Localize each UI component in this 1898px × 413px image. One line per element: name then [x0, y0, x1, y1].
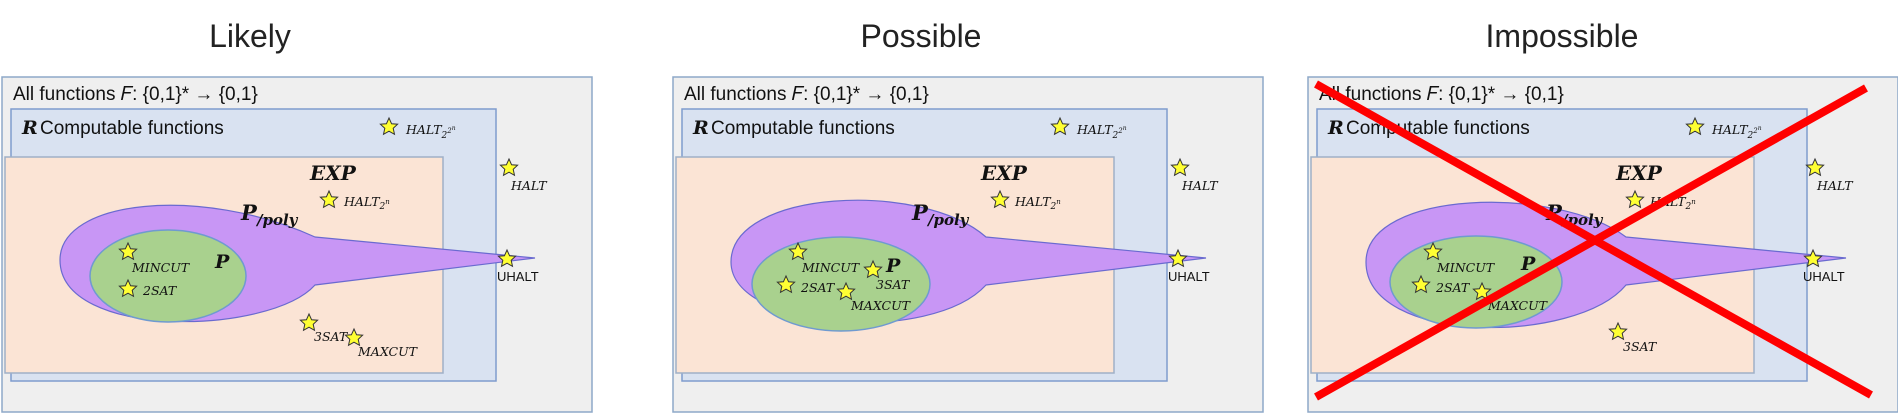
- panel-title: Likely: [209, 18, 291, 54]
- maxcut-label: MAXCUT: [850, 298, 912, 313]
- uhalt-label: UHALT: [497, 269, 539, 284]
- 3sat-label: 3SAT: [876, 277, 911, 292]
- uhalt-label: UHALT: [1168, 269, 1210, 284]
- exp-label: EXP: [980, 161, 1028, 185]
- 3sat-label: 3SAT: [314, 329, 349, 344]
- halt-2-2n-label: HALT22n: [1076, 122, 1127, 141]
- halt-2-2n-label: HALT22n: [1711, 122, 1762, 141]
- panel-likely: Likely All functions 𝐹: {0,1}* → {0,1} R…: [1, 18, 593, 413]
- panel-impossible: Impossible All functions 𝐹: {0,1}* → {0,…: [1307, 18, 1898, 413]
- panel-title: Impossible: [1486, 18, 1639, 54]
- panel-possible: Possible All functions 𝐹: {0,1}* → {0,1}…: [672, 18, 1264, 413]
- ppoly-label: P: [240, 200, 258, 225]
- ppoly-label: P: [911, 200, 929, 225]
- ppoly-sub: /poly: [255, 211, 299, 229]
- exp-label: EXP: [309, 161, 357, 185]
- p-label: P: [885, 255, 901, 277]
- halt-label: HALT: [510, 178, 548, 193]
- 3sat-label: 3SAT: [1623, 339, 1658, 354]
- halt-2n-label: HALT2n: [343, 194, 390, 212]
- r-symbol: R: [692, 117, 709, 139]
- halt-label: HALT: [1181, 178, 1219, 193]
- p-region: [1389, 235, 1563, 329]
- halt-2n-label: HALT2n: [1014, 194, 1061, 212]
- maxcut-label: MAXCUT: [1487, 298, 1549, 313]
- computable-label: Computable functions: [1346, 118, 1530, 139]
- p-region: [751, 236, 931, 332]
- panel-title: Possible: [861, 18, 982, 54]
- 2sat-label: 2SAT: [800, 280, 836, 295]
- mincut-label: MINCUT: [131, 260, 191, 275]
- uhalt-label: UHALT: [1803, 269, 1845, 284]
- all-functions-label: All functions 𝐹: {0,1}* → {0,1}: [13, 84, 258, 105]
- exp-label: EXP: [1615, 161, 1663, 185]
- p-label: P: [1520, 253, 1536, 275]
- mincut-label: MINCUT: [801, 260, 861, 275]
- halt-label: HALT: [1816, 178, 1854, 193]
- r-symbol: R: [1327, 117, 1344, 139]
- cross-line: [1314, 84, 1868, 401]
- halt-2-2n-label: HALT22n: [405, 122, 456, 141]
- ppoly-sub: /poly: [926, 211, 970, 229]
- maxcut-label: MAXCUT: [357, 344, 419, 359]
- all-functions-label: All functions 𝐹: {0,1}* → {0,1}: [684, 84, 929, 105]
- computable-label: Computable functions: [40, 118, 224, 139]
- 2sat-label: 2SAT: [142, 283, 178, 298]
- r-symbol: R: [21, 117, 38, 139]
- computable-label: Computable functions: [711, 118, 895, 139]
- p-region: [89, 229, 247, 323]
- 2sat-label: 2SAT: [1435, 280, 1471, 295]
- all-functions-label: All functions 𝐹: {0,1}* → {0,1}: [1319, 84, 1564, 105]
- mincut-label: MINCUT: [1436, 260, 1496, 275]
- p-label: P: [214, 251, 230, 273]
